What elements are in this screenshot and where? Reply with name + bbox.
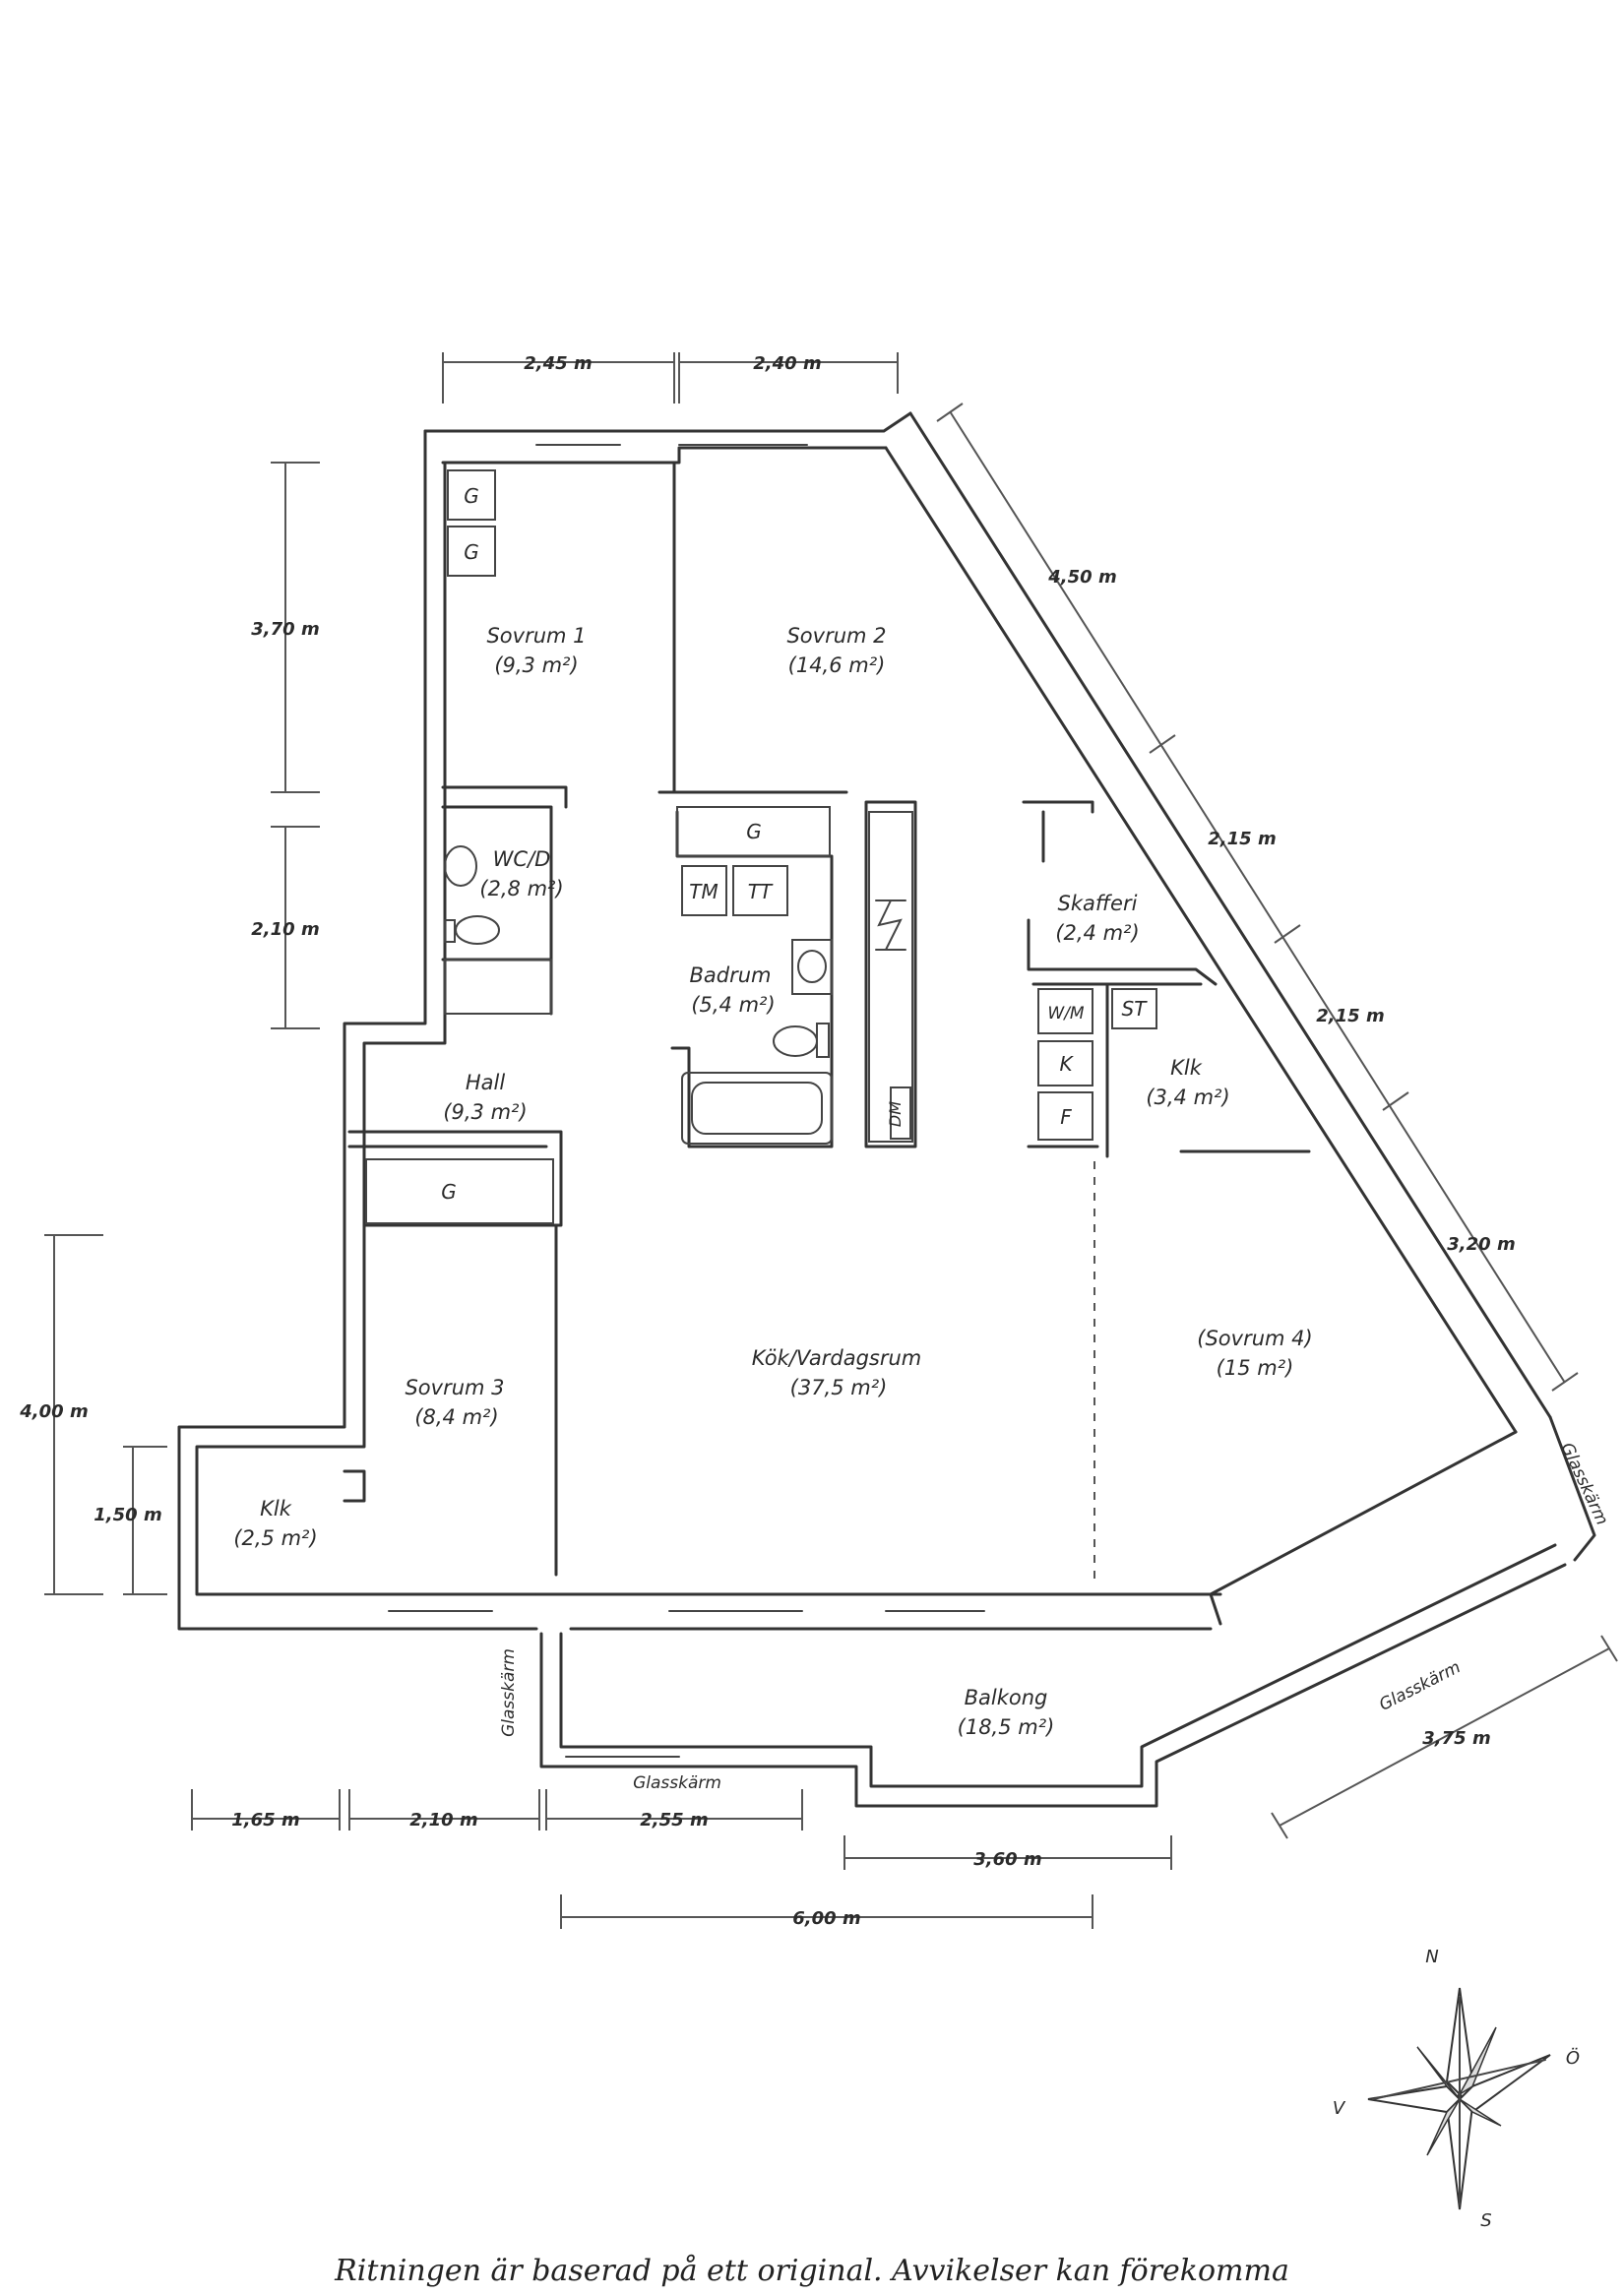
wardrobe-label: G bbox=[464, 484, 479, 508]
toilet-icon bbox=[455, 915, 500, 945]
k-box bbox=[1037, 1040, 1093, 1086]
room-labels: Sovrum 1 (9,3 m²) Sovrum 2 (14,6 m²) WC/… bbox=[233, 624, 1312, 1739]
stove-icon bbox=[875, 900, 906, 951]
room-area-klk-east: (3,4 m²) bbox=[1146, 1086, 1229, 1109]
outer-walls bbox=[177, 411, 1596, 1808]
dimension-labels: 2,45 m 2,40 m 4,50 m 2,15 m 2,15 m 3,20 … bbox=[19, 353, 1515, 1929]
glass-label-left: Glasskärm bbox=[499, 1648, 519, 1737]
room-area-skafferi: (2,4 m²) bbox=[1055, 921, 1139, 945]
dim-bottom-balcony: 3,60 m bbox=[973, 1849, 1041, 1870]
tm-label: TM bbox=[689, 880, 718, 903]
f-label: F bbox=[1060, 1105, 1072, 1129]
dim-bottom-1: 1,65 m bbox=[231, 1810, 299, 1831]
room-name-balkong: Balkong bbox=[965, 1686, 1048, 1709]
disclaimer-footer: Ritningen är baserad på ett original. Av… bbox=[335, 2254, 1289, 2288]
room-area-klk-west: (2,5 m²) bbox=[233, 1526, 317, 1550]
tt-box bbox=[732, 865, 788, 916]
wardrobe-box bbox=[365, 1158, 554, 1224]
room-name-wcd: WC/D bbox=[493, 847, 551, 871]
sink-basin-icon bbox=[797, 950, 827, 983]
glass-label-right: Glasskärm bbox=[1556, 1440, 1611, 1528]
wardrobe-box bbox=[447, 526, 496, 577]
k-label: K bbox=[1059, 1052, 1074, 1076]
dim-bottom-total: 6,00 m bbox=[792, 1908, 860, 1929]
room-name-klk-east: Klk bbox=[1170, 1056, 1203, 1080]
wardrobe-label: G bbox=[746, 820, 762, 843]
room-area-sovrum1: (9,3 m²) bbox=[494, 653, 578, 677]
dimension-lines bbox=[44, 352, 1618, 1929]
wardrobe-label: G bbox=[441, 1180, 457, 1204]
sink-icon bbox=[791, 939, 833, 995]
dim-left-1: 3,70 m bbox=[251, 619, 319, 640]
toilet-tank-icon bbox=[444, 919, 456, 943]
dim-bottom-3: 2,55 m bbox=[640, 1810, 708, 1831]
room-area-hall: (9,3 m²) bbox=[443, 1100, 527, 1124]
room-area-sovrum3: (8,4 m²) bbox=[414, 1405, 498, 1429]
glass-label-bottom: Glasskärm bbox=[633, 1773, 721, 1793]
dim-top-left: 2,45 m bbox=[524, 353, 592, 374]
bathtub-icon bbox=[681, 1072, 833, 1145]
wardrobe-label: G bbox=[464, 540, 479, 564]
dim-left-inner: 1,50 m bbox=[94, 1505, 161, 1525]
room-area-balkong: (18,5 m²) bbox=[958, 1715, 1055, 1739]
f-box bbox=[1037, 1091, 1093, 1141]
room-area-badrum: (5,4 m²) bbox=[691, 993, 775, 1017]
tt-label: TT bbox=[748, 880, 774, 903]
compass-rose-icon: N S Ö V bbox=[1333, 1947, 1580, 2231]
kitchen-counter bbox=[868, 811, 913, 1143]
wardrobe-box bbox=[447, 469, 496, 521]
compass-n: N bbox=[1425, 1947, 1438, 1967]
room-name-sovrum4: (Sovrum 4) bbox=[1197, 1327, 1312, 1350]
room-name-sovrum3: Sovrum 3 bbox=[405, 1376, 504, 1399]
room-name-skafferi: Skafferi bbox=[1058, 892, 1138, 915]
compass-o: Ö bbox=[1566, 2047, 1580, 2069]
dim-left-2: 2,10 m bbox=[251, 919, 319, 940]
toilet-tank-icon bbox=[816, 1023, 830, 1058]
dm-label: DM bbox=[886, 1101, 905, 1127]
dim-diag-1: 4,50 m bbox=[1047, 567, 1116, 588]
fixtures: G G G G TM TT DM W/M K F bbox=[365, 469, 1157, 1580]
room-area-kok: (37,5 m²) bbox=[790, 1376, 888, 1399]
room-name-sovrum1: Sovrum 1 bbox=[486, 624, 586, 648]
sink-icon bbox=[444, 845, 477, 887]
dim-top-right: 2,40 m bbox=[753, 353, 821, 374]
compass-v: V bbox=[1333, 2098, 1346, 2119]
toilet-icon bbox=[773, 1025, 818, 1057]
glass-label-diag: Glasskärm bbox=[1376, 1657, 1464, 1715]
room-name-sovrum2: Sovrum 2 bbox=[786, 624, 886, 648]
room-area-sovrum4: (15 m²) bbox=[1217, 1356, 1294, 1380]
room-name-badrum: Badrum bbox=[689, 963, 771, 987]
room-area-wcd: (2,8 m²) bbox=[479, 877, 563, 900]
dim-balcony-diag: 3,75 m bbox=[1422, 1728, 1490, 1749]
compass-s: S bbox=[1480, 2210, 1491, 2231]
wm-box bbox=[1037, 988, 1093, 1034]
dim-left-outer: 4,00 m bbox=[19, 1401, 88, 1422]
wm-label: W/M bbox=[1047, 1004, 1085, 1024]
room-name-klk-west: Klk bbox=[260, 1497, 292, 1520]
dim-bottom-2: 2,10 m bbox=[409, 1810, 477, 1831]
dim-diag-4: 3,20 m bbox=[1447, 1234, 1515, 1255]
st-label: ST bbox=[1122, 997, 1149, 1021]
st-box bbox=[1111, 988, 1157, 1029]
tm-box bbox=[681, 865, 727, 916]
dim-diag-3: 2,15 m bbox=[1316, 1006, 1384, 1026]
wardrobe-box bbox=[676, 806, 831, 857]
dm-box bbox=[890, 1086, 911, 1140]
shower-area bbox=[444, 959, 552, 1015]
room-name-kok: Kök/Vardagsrum bbox=[752, 1346, 922, 1370]
bathtub-inner bbox=[691, 1082, 823, 1135]
room-name-hall: Hall bbox=[466, 1071, 505, 1094]
room-area-sovrum2: (14,6 m²) bbox=[788, 653, 886, 677]
dim-diag-2: 2,15 m bbox=[1208, 829, 1276, 849]
